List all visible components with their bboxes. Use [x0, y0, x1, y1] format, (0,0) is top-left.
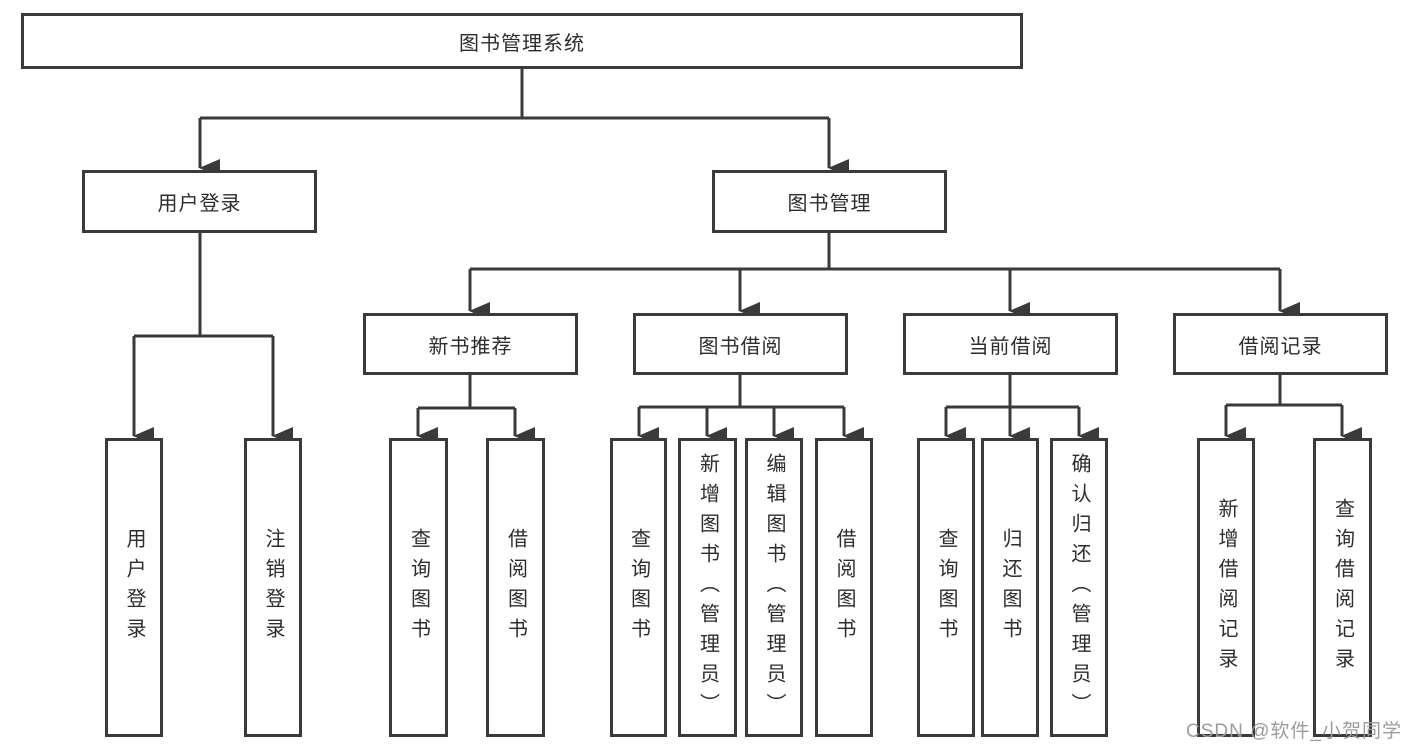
node-root: 图书管理系统 — [21, 13, 1023, 69]
leaf-label: 新增借阅记录 — [1215, 497, 1237, 678]
leaf-return-books: 归还图书 — [981, 438, 1039, 737]
node-new-book-recommend: 新书推荐 — [363, 313, 578, 375]
leaf-label: 查询借阅记录 — [1331, 497, 1354, 678]
leaf-add-borrow-record: 新增借阅记录 — [1197, 438, 1255, 737]
leaf-label: 确认归还（管理员） — [1068, 452, 1090, 723]
leaf-confirm-return-admin: 确认归还（管理员） — [1050, 438, 1108, 737]
leaf-label: 归还图书 — [999, 527, 1021, 648]
leaf-query-borrow-record: 查询借阅记录 — [1313, 438, 1372, 737]
node-book-management: 图书管理 — [712, 170, 947, 233]
leaf-add-books-admin: 新增图书（管理员） — [678, 438, 737, 737]
leaf-label: 注销登录 — [262, 527, 284, 648]
leaf-query-books-recommend: 查询图书 — [389, 438, 448, 737]
leaf-label: 借阅图书 — [504, 527, 527, 648]
leaf-label: 查询图书 — [627, 527, 650, 648]
leaf-label: 编辑图书（管理员） — [763, 452, 785, 723]
node-user-login: 用户登录 — [82, 170, 317, 233]
branch-rails — [134, 69, 1342, 410]
leaf-borrow-books-recommend: 借阅图书 — [486, 438, 545, 737]
node-current-borrowing: 当前借阅 — [903, 313, 1118, 375]
csdn-watermark: CSDN @软件_小贺同学 — [1186, 721, 1402, 742]
node-book-borrowing: 图书借阅 — [633, 313, 848, 375]
leaf-query-books-current: 查询图书 — [917, 438, 975, 737]
leaf-borrow-books: 借阅图书 — [815, 438, 873, 737]
leaf-label: 借阅图书 — [833, 527, 855, 648]
node-borrowing-records: 借阅记录 — [1173, 313, 1388, 375]
leaf-logout: 注销登录 — [244, 438, 302, 737]
leaf-label: 查询图书 — [407, 527, 430, 648]
leaf-label: 用户登录 — [123, 527, 145, 648]
leaf-user-login: 用户登录 — [105, 438, 163, 737]
leaf-label: 新增图书（管理员） — [696, 452, 719, 723]
leaf-label: 查询图书 — [935, 527, 957, 648]
leaf-query-books-borrowing: 查询图书 — [610, 438, 667, 737]
leaf-edit-books-admin: 编辑图书（管理员） — [745, 438, 803, 737]
